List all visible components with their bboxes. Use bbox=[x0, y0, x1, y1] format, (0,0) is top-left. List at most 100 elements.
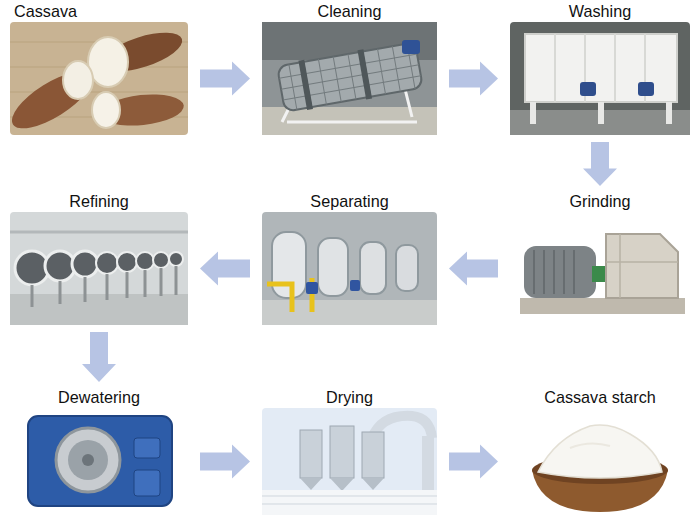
dewatering-photo-part bbox=[134, 438, 160, 458]
refining-photo-part bbox=[10, 231, 188, 234]
flow-arrow bbox=[449, 445, 498, 479]
washing-photo-part bbox=[555, 34, 645, 102]
washing-photo-part bbox=[666, 102, 672, 124]
process-step: Separating bbox=[262, 190, 437, 325]
washing-photo-part bbox=[580, 82, 596, 96]
washing-photo-part bbox=[525, 34, 677, 102]
refining-photo-part bbox=[153, 252, 169, 268]
separating-photo-part bbox=[262, 300, 437, 325]
flow-arrow bbox=[200, 252, 250, 286]
drying-photo-part bbox=[262, 408, 437, 515]
refining-photo-part bbox=[136, 252, 154, 270]
step-heading: Washing bbox=[510, 0, 690, 22]
step-heading: Separating bbox=[262, 190, 437, 212]
grinding-photo bbox=[510, 212, 690, 325]
drying-photo-part bbox=[330, 426, 354, 478]
washing-photo-part bbox=[530, 102, 536, 124]
process-step: Cassava bbox=[10, 0, 188, 135]
refining-photo-part bbox=[72, 251, 98, 277]
flow-arrow bbox=[449, 62, 498, 96]
process-step: Washing bbox=[510, 0, 690, 135]
flow-arrow bbox=[82, 332, 116, 382]
process-step: Refining bbox=[10, 190, 188, 325]
starch-photo-part bbox=[538, 425, 662, 478]
separating-photo-part bbox=[396, 245, 418, 291]
separating-photo-part bbox=[350, 280, 360, 291]
separating-photo-part bbox=[306, 282, 318, 294]
process-step: Grinding bbox=[510, 190, 690, 325]
washing-photo-part bbox=[638, 82, 654, 96]
grinding-photo-part bbox=[534, 250, 574, 294]
drying-photo-part bbox=[262, 496, 437, 504]
drying-photo-part bbox=[262, 490, 437, 515]
drying-photo bbox=[262, 408, 437, 515]
process-step: Drying bbox=[262, 386, 437, 515]
cassava-photo-part bbox=[63, 61, 93, 99]
refining-photo-part bbox=[10, 212, 188, 325]
cassava-photo-part bbox=[88, 37, 128, 87]
step-heading: Cassava starch bbox=[510, 386, 690, 408]
refining-photo-part bbox=[117, 252, 137, 272]
separating-photo-part bbox=[360, 242, 386, 294]
dewatering-photo bbox=[10, 408, 188, 515]
flow-arrow bbox=[449, 252, 498, 286]
step-heading: Dewatering bbox=[10, 386, 188, 408]
starch-photo-part bbox=[510, 408, 690, 515]
cassava-photo-part bbox=[4, 61, 100, 139]
dewatering-photo-part bbox=[28, 416, 172, 506]
cleaning-photo-part bbox=[357, 49, 372, 99]
refining-photo-part bbox=[10, 294, 188, 325]
refining-photo-part bbox=[169, 252, 183, 266]
cleaning-photo bbox=[262, 22, 437, 135]
process-step: Cleaning bbox=[262, 0, 437, 135]
cleaning-photo-part bbox=[262, 22, 437, 135]
separating-photo-part bbox=[318, 238, 348, 296]
drying-photo-part bbox=[422, 436, 434, 491]
cleaning-photo-part bbox=[402, 40, 420, 54]
drying-photo-part bbox=[362, 432, 384, 478]
cassava-photo bbox=[4, 22, 188, 139]
flow-arrow bbox=[583, 142, 617, 186]
flow-arrow bbox=[200, 62, 250, 96]
refining-photo-part bbox=[45, 251, 75, 281]
grinding-photo-part bbox=[606, 234, 678, 298]
process-step: Dewatering bbox=[10, 386, 188, 515]
step-heading: Cassava bbox=[10, 0, 188, 22]
step-heading: Cleaning bbox=[262, 0, 437, 22]
cleaning-photo-part bbox=[277, 42, 423, 112]
flow-arrow bbox=[200, 445, 250, 479]
grinding-photo-part bbox=[520, 298, 685, 314]
separating-photo bbox=[262, 212, 437, 325]
starch-photo-part bbox=[570, 443, 610, 448]
starch-photo bbox=[510, 408, 690, 515]
cassava-photo-part bbox=[92, 92, 120, 128]
drying-photo-part bbox=[300, 430, 322, 478]
step-heading: Drying bbox=[262, 386, 437, 408]
dewatering-photo-part bbox=[134, 470, 160, 496]
refining-photo-part bbox=[32, 266, 176, 307]
dewatering-photo-part bbox=[82, 454, 94, 466]
separating-photo-part bbox=[262, 212, 437, 325]
dewatering-photo-part bbox=[10, 408, 188, 515]
refining-photo-part bbox=[96, 252, 118, 274]
cleaning-photo-part bbox=[298, 60, 313, 110]
grinding-photo-part bbox=[524, 246, 596, 298]
washing-photo-part bbox=[510, 22, 690, 135]
washing-photo-part bbox=[598, 102, 604, 124]
cleaning-photo-part bbox=[277, 40, 424, 114]
dewatering-photo-part bbox=[56, 428, 120, 492]
process-step: Cassava starch bbox=[510, 386, 690, 515]
separating-photo-part bbox=[267, 278, 312, 312]
dewatering-photo-part bbox=[68, 440, 108, 480]
separating-photo-part bbox=[272, 232, 306, 298]
refining-photo bbox=[10, 212, 188, 325]
grinding-photo-part bbox=[592, 266, 606, 282]
washing-photo bbox=[510, 22, 690, 135]
drying-photo-part bbox=[300, 478, 384, 491]
step-heading: Refining bbox=[10, 190, 188, 212]
grinding-photo-part bbox=[606, 234, 678, 298]
grinding-photo-part bbox=[510, 212, 690, 325]
